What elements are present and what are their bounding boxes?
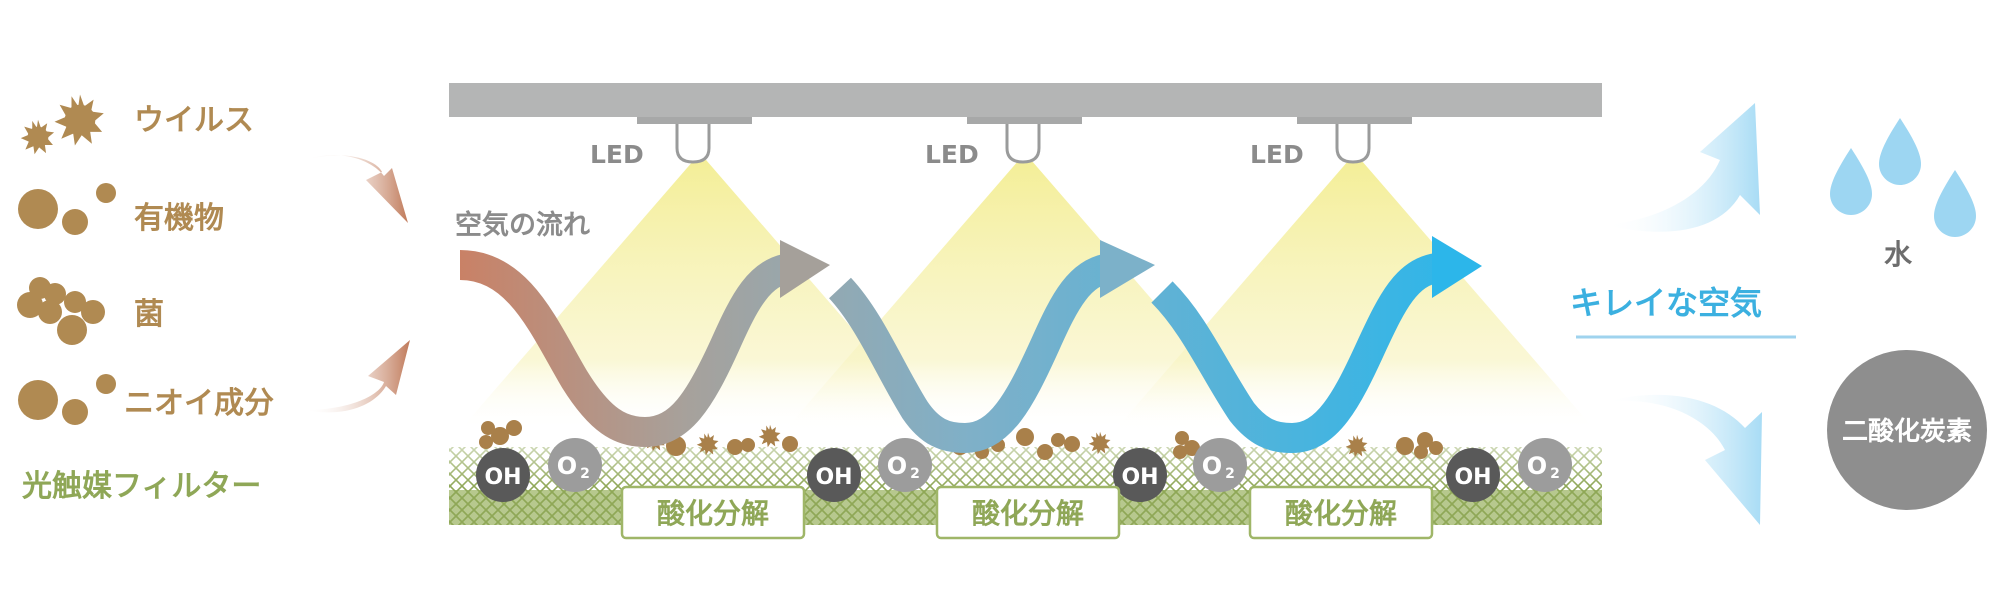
- co2-label: 二酸化炭素: [1842, 417, 1972, 447]
- airflow-arrowhead-1: [780, 240, 830, 298]
- pollutant-legend: ウイルス 有機物 菌 ニオイ成分: [17, 94, 274, 425]
- incoming-arrow-top: [305, 155, 408, 223]
- pollutant-label-organic: 有機物: [134, 201, 224, 236]
- organic-matter-icon: [18, 183, 116, 235]
- decompose-label-3: 酸化分解: [1285, 497, 1397, 530]
- oh-label-2: OH: [815, 465, 852, 490]
- led-label-1: LED: [590, 140, 644, 169]
- o2-sub-3: 2: [1225, 466, 1235, 482]
- bacteria-icon: [17, 277, 105, 345]
- ceiling-bar: [449, 83, 1602, 117]
- airflow-arrow: [458, 236, 1482, 454]
- led-fixture-1: LED: [590, 117, 752, 169]
- airflow-label: 空気の流れ: [455, 209, 590, 241]
- decompose-box-2: 酸化分解: [935, 485, 1121, 540]
- oh-radical-4: OH: [1446, 448, 1500, 502]
- incoming-arrow-bottom: [305, 340, 410, 413]
- pollutant-label-odor: ニオイ成分: [124, 386, 274, 421]
- o2-radical-3: O 2: [1193, 438, 1247, 492]
- oh-radical-1: OH: [476, 448, 530, 502]
- led-cone-2: [785, 153, 1265, 430]
- water-label: 水: [1884, 238, 1913, 271]
- o2-radical-2: O 2: [878, 438, 932, 492]
- pollutant-label-virus: ウイルス: [134, 103, 254, 138]
- led-label-2: LED: [925, 140, 979, 169]
- led-fixture-3: LED: [1250, 117, 1412, 169]
- o2-radical-4: O 2: [1518, 438, 1572, 492]
- outgoing-arrow-top: [1605, 103, 1760, 232]
- pollutant-label-bacteria: 菌: [134, 297, 164, 332]
- o2-sub-2: 2: [910, 466, 920, 482]
- oh-label-3: OH: [1121, 465, 1158, 490]
- o2-sub-4: 2: [1550, 466, 1560, 482]
- decompose-box-1: 酸化分解: [620, 485, 806, 540]
- led-cone-3: [1115, 153, 1595, 430]
- odor-icon: [18, 374, 116, 425]
- airflow-arrowhead-3: [1432, 236, 1482, 298]
- o2-radical-1: O 2: [548, 438, 602, 492]
- water-drops-icon: [1830, 118, 1976, 237]
- co2-badge: 二酸化炭素: [1827, 350, 1987, 510]
- oh-label-4: OH: [1454, 465, 1491, 490]
- filter-label: 光触媒フィルター: [22, 469, 261, 504]
- o2-label-2: O: [887, 452, 907, 480]
- decompose-label-1: 酸化分解: [657, 497, 769, 530]
- radicals: OH O 2 OH O 2 OH O 2 OH: [476, 438, 1572, 502]
- led-label-3: LED: [1250, 140, 1304, 169]
- clean-air-label: キレイな空気: [1570, 284, 1762, 322]
- virus-icon: [20, 94, 104, 155]
- led-fixtures: LED LED LED: [590, 117, 1412, 169]
- led-fixture-2: LED: [925, 117, 1082, 169]
- decompose-labels: 酸化分解 酸化分解 酸化分解: [620, 485, 1434, 540]
- o2-label-3: O: [1202, 452, 1222, 480]
- oh-radical-3: OH: [1113, 448, 1167, 502]
- decompose-label-2: 酸化分解: [972, 497, 1084, 530]
- airflow-arrowhead-2: [1100, 240, 1155, 298]
- outgoing-arrow-bottom: [1605, 394, 1762, 525]
- oh-radical-2: OH: [807, 448, 861, 502]
- o2-label-1: O: [557, 452, 577, 480]
- oh-label-1: OH: [484, 465, 521, 490]
- decompose-box-3: 酸化分解: [1248, 485, 1434, 540]
- o2-sub-1: 2: [580, 466, 590, 482]
- o2-label-4: O: [1527, 452, 1547, 480]
